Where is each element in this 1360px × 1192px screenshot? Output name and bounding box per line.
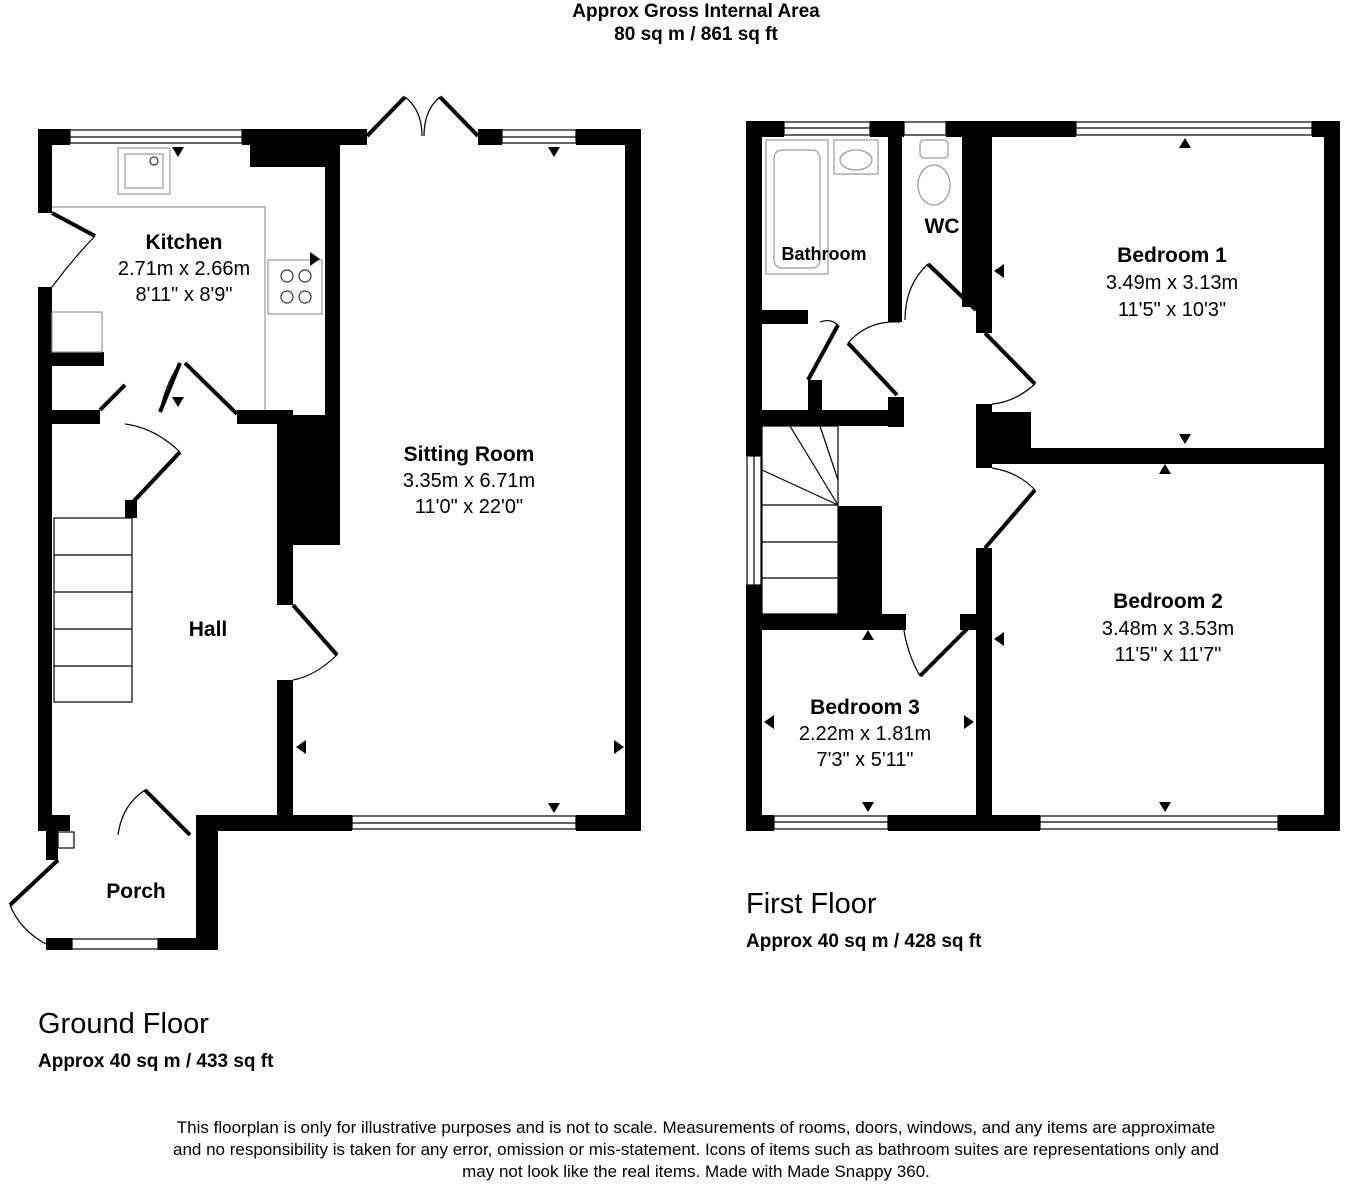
bedroom1-metric: 3.49m x 3.13m <box>1106 272 1238 294</box>
header-area: 80 sq m / 861 sq ft <box>614 24 778 45</box>
sitting-room-imperial: 11'0" x 22'0" <box>415 496 523 518</box>
bedroom3-metric: 2.22m x 1.81m <box>799 723 931 745</box>
first-floor-area: Approx 40 sq m / 428 sq ft <box>746 931 982 952</box>
header: Approx Gross Internal Area 80 sq m / 861… <box>0 0 1360 46</box>
sitting-room-metric: 3.35m x 6.71m <box>403 470 535 492</box>
ground-floor-title: Ground Floor <box>38 1008 209 1040</box>
disclaimer-line: may not look like the real items. Made w… <box>462 1162 930 1181</box>
wc-name: WC <box>925 215 960 238</box>
disclaimer-line: This floorplan is only for illustrative … <box>176 1118 1216 1137</box>
bathroom-name: Bathroom <box>782 244 867 264</box>
ground-floor-area: Approx 40 sq m / 433 sq ft <box>38 1051 274 1072</box>
bedroom3-imperial: 7'3" x 5'11" <box>816 749 913 771</box>
bedroom3-name: Bedroom 3 <box>810 696 920 719</box>
bedroom2-name: Bedroom 2 <box>1113 590 1223 613</box>
bedroom2-imperial: 11'5" x 11'7" <box>1115 644 1222 666</box>
disclaimer: This floorplan is only for illustrative … <box>60 1117 1332 1183</box>
porch-name: Porch <box>106 880 166 903</box>
kitchen-imperial: 8'11" x 8'9" <box>135 284 232 306</box>
bedroom2-metric: 3.48m x 3.53m <box>1102 618 1234 640</box>
hall-name: Hall <box>189 618 228 641</box>
ground-floor-plan: Kitchen 2.71m x 2.66m 8'11" x 8'9" Sitti… <box>8 95 641 950</box>
bedroom1-name: Bedroom 1 <box>1117 244 1227 267</box>
disclaimer-line: and no responsibility is taken for any e… <box>173 1140 1219 1159</box>
first-floor-plan: Bathroom WC Bedroom 1 3.49m x 3.13m 11'5… <box>746 121 1340 831</box>
kitchen-metric: 2.71m x 2.66m <box>118 258 250 280</box>
bedroom1-imperial: 11'5" x 10'3" <box>1118 299 1226 321</box>
header-title: Approx Gross Internal Area <box>572 1 820 22</box>
first-floor-title: First Floor <box>746 888 877 920</box>
kitchen-name: Kitchen <box>145 231 222 254</box>
sitting-room-name: Sitting Room <box>404 443 535 466</box>
